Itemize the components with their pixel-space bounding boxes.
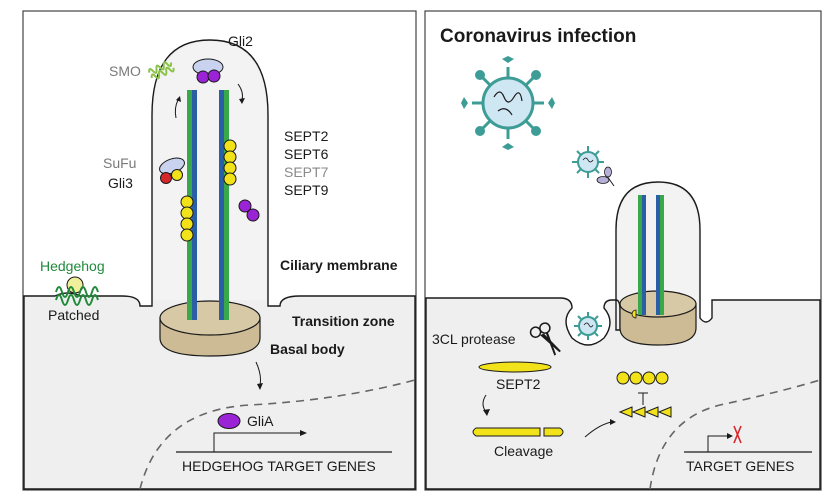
cleaved-sept2-icon: [472, 427, 564, 437]
gli2-label: Gli2: [228, 33, 253, 49]
coronavirus-internalized-icon: [574, 312, 602, 340]
sept6-label: SEPT6: [284, 146, 329, 162]
promoter-arrow-blocked: [707, 435, 728, 452]
hedgehog-patched-icon: [55, 276, 99, 306]
smo-label: SMO: [109, 63, 141, 79]
axoneme-microtubules-right: [638, 195, 664, 315]
anterograde-arrow: [174, 99, 179, 119]
smo-receptor-icon: [148, 61, 175, 80]
viral-receptor-icon: [596, 166, 615, 187]
coronavirus-small-icon: [572, 146, 604, 178]
coronavirus-title: Coronavirus infection: [440, 26, 636, 47]
protease-label: 3CL protease: [432, 331, 516, 347]
glia-icon: [217, 413, 241, 429]
signal-arrow: [255, 361, 261, 386]
sufu-label: SuFu: [103, 155, 136, 171]
basal-body-label: Basal body: [270, 341, 345, 357]
sept7-label: SEPT7: [284, 164, 329, 180]
fragment-arrow: [584, 421, 613, 438]
sept2-right-label: SEPT2: [496, 376, 541, 392]
target-genes-right-label: TARGET GENES: [686, 458, 794, 474]
coronavirus-large-icon: [461, 56, 555, 150]
gli3-label: Gli3: [108, 175, 133, 191]
gli2-complex-icon: [192, 58, 224, 84]
sept2-label: SEPT2: [284, 128, 329, 144]
transition-zone-label: Transition zone: [292, 313, 395, 329]
glia-label: GliA: [247, 413, 274, 429]
septin-half-bead-icon: [631, 309, 637, 319]
patched-label: Patched: [48, 307, 99, 323]
left-panel: Gli2 SMO SuFu Gli3 SEPT2 SEPT6 SEPT7 SEP…: [22, 10, 417, 491]
sept9-label: SEPT9: [284, 182, 329, 198]
hedgehog-label: Hedgehog: [40, 258, 105, 274]
nucleus-boundary: [139, 379, 416, 490]
right-panel: Coronavirus infection 3CL protease SEPT2…: [424, 10, 822, 491]
sufu-gli3-complex-icon: [159, 157, 185, 184]
fragmented-septin-icon: [618, 406, 672, 418]
gli-activator-pair-icon: [238, 199, 260, 222]
cleavage-label: Cleavage: [494, 443, 553, 459]
hedgehog-target-genes-label: HEDGEHOG TARGET GENES: [182, 458, 376, 474]
basal-body: [159, 300, 261, 357]
blocked-x-icon: [733, 425, 742, 444]
nucleus-boundary-right: [649, 379, 821, 490]
scissors-icon: [529, 322, 561, 356]
sept2-filament-icon: [478, 361, 552, 373]
promoter-arrow: [213, 432, 300, 452]
ciliary-membrane-label: Ciliary membrane: [280, 257, 398, 273]
inhibition-line: [638, 392, 648, 405]
